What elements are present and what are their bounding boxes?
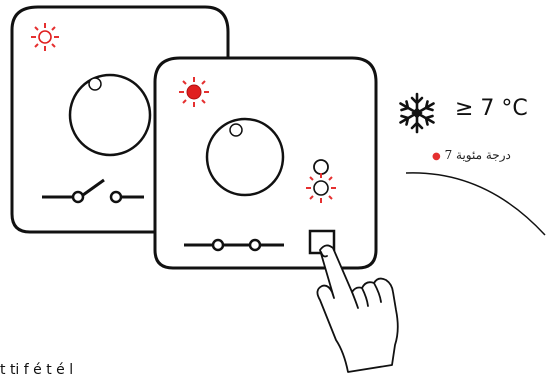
arabic-unit-text: درجة مئوية [456, 148, 511, 162]
bullet-dot: ● [432, 151, 441, 162]
arabic-temperature-note: درجة مئوية 7 ● [429, 148, 511, 162]
red-led-blinking-icon [31, 23, 59, 51]
front-dial-indicator [229, 123, 243, 137]
hand-pressing-icon [316, 244, 399, 373]
curve-line [405, 172, 546, 236]
snowflake-icon [399, 92, 435, 134]
front-thermostat-panel [153, 56, 378, 270]
arabic-value-text: 7 [444, 148, 453, 162]
red-led-blinking-icon [306, 173, 336, 203]
red-led-lit-icon [179, 77, 209, 107]
front-temperature-dial [205, 117, 285, 197]
temperature-threshold-label: ≥ 7 °C [455, 96, 528, 121]
switch-closed-icon [184, 238, 284, 252]
footer-caption: t ti f é t é l [0, 362, 74, 378]
back-temperature-dial [68, 73, 152, 157]
back-dial-indicator [88, 77, 102, 91]
switch-open-icon [42, 178, 144, 204]
upper-indicator-lamp [313, 159, 329, 175]
